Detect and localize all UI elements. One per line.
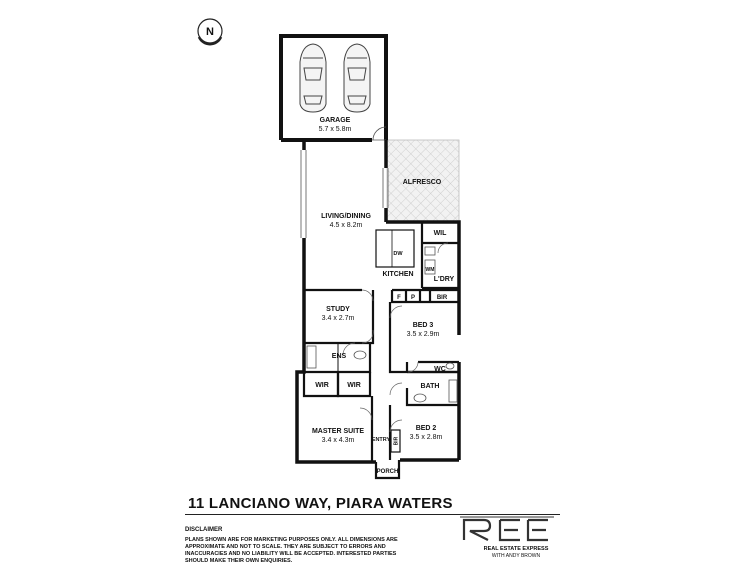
disclaimer-text: PLANS SHOWN ARE FOR MARKETING PURPOSES O… [185, 537, 398, 564]
garage-label: GARAGE [320, 117, 351, 124]
car-icon [343, 43, 371, 113]
bed3-size: 3.5 x 2.9m [407, 331, 440, 338]
sliding-door [382, 168, 389, 208]
porch-label: PORCH [377, 469, 399, 475]
divider [185, 514, 560, 515]
entry-label: ENTRY [372, 437, 391, 443]
disclaimer-title: DISCLAIMER [185, 527, 223, 533]
interior-walls [302, 222, 459, 480]
study-label: STUDY [326, 306, 350, 313]
logo-line-1: REAL ESTATE EXPRESS [484, 546, 549, 552]
door-swing [342, 242, 449, 433]
living-dining-label: LIVING/DINING [321, 213, 371, 220]
garage-door-swing [372, 126, 387, 141]
alfresco-label: ALFRESCO [403, 179, 442, 186]
bir-top-label: BIR [437, 295, 448, 301]
kitchen-label: KITCHEN [382, 271, 413, 278]
bed2-size: 3.5 x 2.8m [410, 434, 443, 441]
washing-machine-label: WM [426, 267, 435, 273]
property-address: 11 LANCIANO WAY, PIARA WATERS [188, 495, 453, 512]
wil-label: WIL [434, 230, 448, 237]
logo-mark-icon [460, 516, 554, 542]
laundry-label: L'DRY [434, 276, 455, 283]
garage-walls [279, 34, 388, 142]
master-suite-size: 3.4 x 4.3m [322, 437, 355, 444]
ensuite-label: ENS [332, 353, 347, 360]
wc-label: WC [434, 366, 446, 373]
alfresco-area [386, 139, 460, 223]
master-suite-label: MASTER SUITE [312, 428, 364, 435]
study-size: 3.4 x 2.7m [322, 315, 355, 322]
north-compass-icon: N [197, 18, 223, 46]
bed2-label: BED 2 [416, 425, 437, 432]
exterior-walls [295, 140, 461, 464]
logo-line-2: WITH ANDY BROWN [492, 553, 541, 559]
wir-label-1: WIR [315, 382, 329, 389]
window [300, 150, 307, 238]
bath-label: BATH [421, 383, 440, 390]
bed3-label: BED 3 [413, 322, 434, 329]
bir-entry-label: BIR [394, 436, 400, 445]
compass-label: N [206, 26, 214, 38]
garage-size: 5.7 x 5.8m [319, 126, 352, 133]
car-icon [299, 43, 327, 113]
fixtures [306, 246, 458, 403]
dishwasher-label: DW [393, 251, 403, 257]
pantry-label: P [411, 295, 415, 301]
living-dining-size: 4.5 x 8.2m [330, 222, 363, 229]
fridge-label: F [397, 295, 401, 301]
wir-label-2: WIR [347, 382, 361, 389]
agency-logo: REAL ESTATE EXPRESS WITH ANDY BROWN [460, 516, 554, 559]
